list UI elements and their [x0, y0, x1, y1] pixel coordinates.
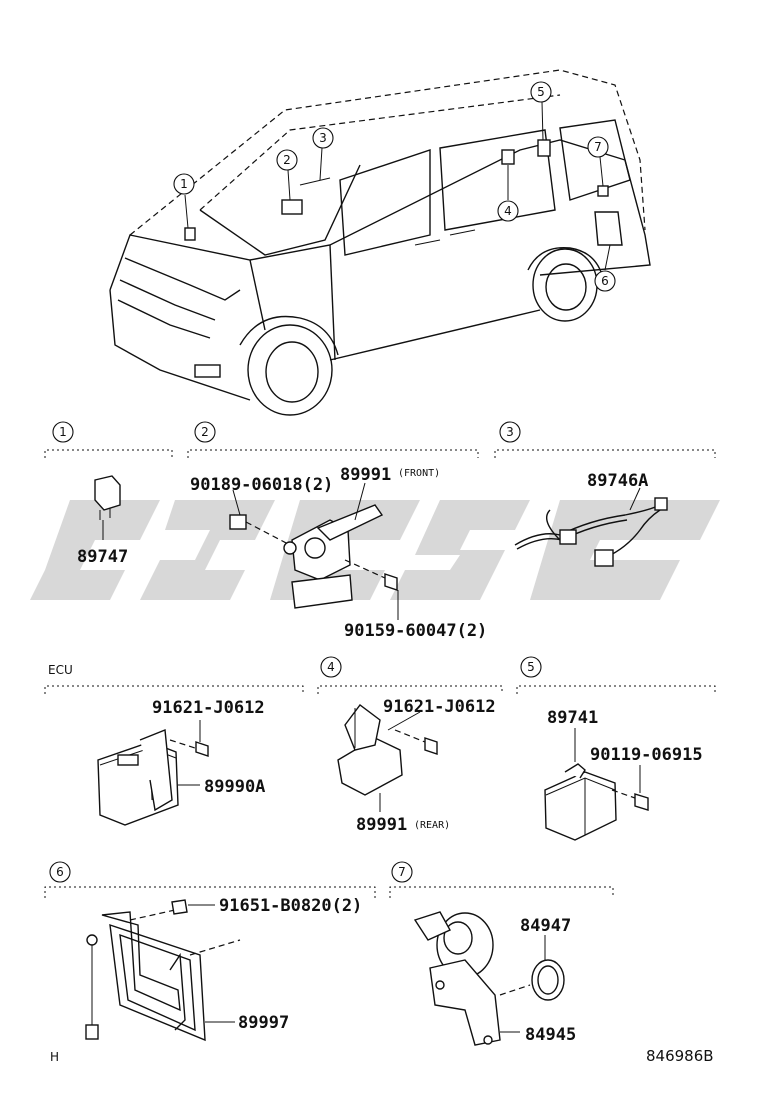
callout-2: 2 [276, 149, 298, 171]
section-6-header: 6 [44, 861, 376, 898]
section-3-header: 3 [494, 421, 716, 458]
part-89991-rear-drawing [337, 704, 438, 812]
svg-text:1: 1 [59, 425, 67, 439]
part-89746A-drawing [514, 487, 668, 567]
section-4-header: 4 [317, 656, 503, 694]
part-89991-front: 89991 [340, 465, 391, 485]
part-90159-60047: 90159-60047(2) [344, 621, 487, 641]
svg-text:4: 4 [327, 660, 335, 674]
part-91621-J0612-rear: 91621-J0612 [383, 697, 496, 717]
section-2-header: 2 [187, 421, 479, 458]
svg-text:6: 6 [56, 865, 64, 879]
part-89990A: 89990A [204, 777, 265, 797]
van-illustration [109, 69, 651, 416]
part-89991-rear: 89991 [356, 815, 407, 835]
drawing-number: 846986B [646, 1047, 714, 1065]
part-89741-drawing [544, 728, 649, 841]
part-91651-B0820: 91651-B0820(2) [219, 896, 362, 916]
part-91621-J0612-ecu: 91621-J0612 [152, 698, 265, 718]
part-89997-drawing [85, 899, 241, 1042]
svg-text:2: 2 [201, 425, 209, 439]
part-90119-06915: 90119-06915 [590, 745, 703, 765]
part-89990A-drawing [97, 720, 209, 826]
svg-text:2: 2 [283, 153, 291, 167]
part-89741: 89741 [547, 708, 598, 728]
svg-text:7: 7 [398, 865, 406, 879]
part-84947: 84947 [520, 916, 571, 936]
part-89747: 89747 [77, 547, 128, 567]
section-7-header: 7 [389, 861, 614, 898]
part-89747-drawing [94, 475, 121, 540]
part-89991-rear-label: (REAR) [414, 820, 450, 831]
svg-text:5: 5 [537, 85, 545, 99]
svg-text:6: 6 [601, 274, 609, 288]
section-5-header: 5 [516, 656, 716, 694]
part-84945: 84945 [525, 1025, 576, 1045]
callout-3: 3 [312, 127, 334, 149]
part-89991-front-label: (FRONT) [398, 468, 440, 479]
part-90189-06018: 90189-06018(2) [190, 475, 333, 495]
svg-text:3: 3 [506, 425, 514, 439]
svg-text:1: 1 [180, 177, 188, 191]
svg-text:4: 4 [504, 204, 512, 218]
section-ecu-header: ECU [44, 663, 304, 694]
svg-text:7: 7 [594, 140, 602, 154]
callout-7: 7 [587, 136, 609, 158]
svg-text:3: 3 [319, 131, 327, 145]
section-1-header: 1 [44, 421, 173, 458]
part-89997: 89997 [238, 1013, 289, 1033]
part-84945-84947-drawing [413, 911, 565, 1046]
callout-5: 5 [530, 81, 552, 103]
callout-6: 6 [594, 270, 616, 292]
callout-4: 4 [497, 200, 519, 222]
part-89746A: 89746A [587, 471, 648, 491]
svg-text:5: 5 [527, 660, 535, 674]
svg-text:ECU: ECU [48, 663, 73, 677]
corner-mark: H [50, 1050, 59, 1064]
watermark-logo [30, 500, 720, 600]
part-89991-front-drawing [229, 482, 399, 620]
callout-1: 1 [173, 173, 195, 195]
